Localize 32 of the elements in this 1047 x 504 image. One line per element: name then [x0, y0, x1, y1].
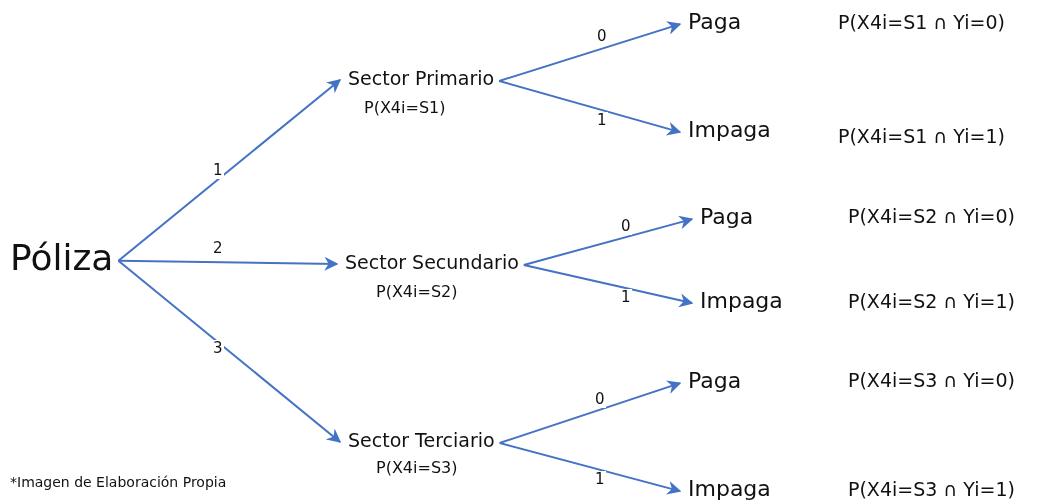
tree-node-label: Paga	[700, 205, 754, 230]
joint-probability-label: P(X4i=S2 ∩ Yi=1)	[848, 290, 1015, 312]
tree-node-label: Impaga	[688, 118, 771, 143]
arrow	[522, 263, 694, 308]
probability-label: P(X4i=S3)	[376, 459, 458, 477]
tree-node-label: Sector Primario	[348, 67, 495, 89]
caption: *Imagen de Elaboración Propia	[10, 474, 227, 490]
arrow	[117, 259, 342, 443]
joint-probability-label: P(X4i=S1 ∩ Yi=1)	[838, 125, 1005, 147]
arrow	[498, 21, 682, 82]
arrow	[522, 215, 694, 266]
arrow	[498, 79, 682, 136]
joint-probability-label: P(X4i=S3 ∩ Yi=0)	[848, 369, 1015, 391]
joint-probability-label: P(X4i=S1 ∩ Yi=0)	[838, 11, 1005, 33]
tree-node-label: Póliza	[10, 238, 114, 278]
tree-node-label: Paga	[688, 369, 742, 394]
arrow	[117, 78, 342, 262]
tree-node-label: Sector Terciario	[348, 429, 495, 451]
joint-probability-label: P(X4i=S3 ∩ Yi=1)	[848, 478, 1015, 500]
tree-node-label: Paga	[688, 10, 742, 35]
joint-probability-label: P(X4i=S2 ∩ Yi=0)	[848, 205, 1015, 227]
tree-node-label: Impaga	[700, 289, 783, 314]
tree-node-label: Impaga	[688, 477, 771, 502]
probability-label: P(X4i=S2)	[376, 283, 458, 301]
edge-label: 0	[594, 391, 606, 408]
probability-label: P(X4i=S1)	[364, 99, 446, 117]
arrow	[498, 380, 682, 444]
tree-node-label: Sector Secundario	[345, 251, 519, 273]
edge-label: 0	[620, 218, 632, 235]
edge-label: 1	[212, 162, 224, 179]
arrow	[498, 441, 682, 495]
arrow	[117, 256, 339, 271]
